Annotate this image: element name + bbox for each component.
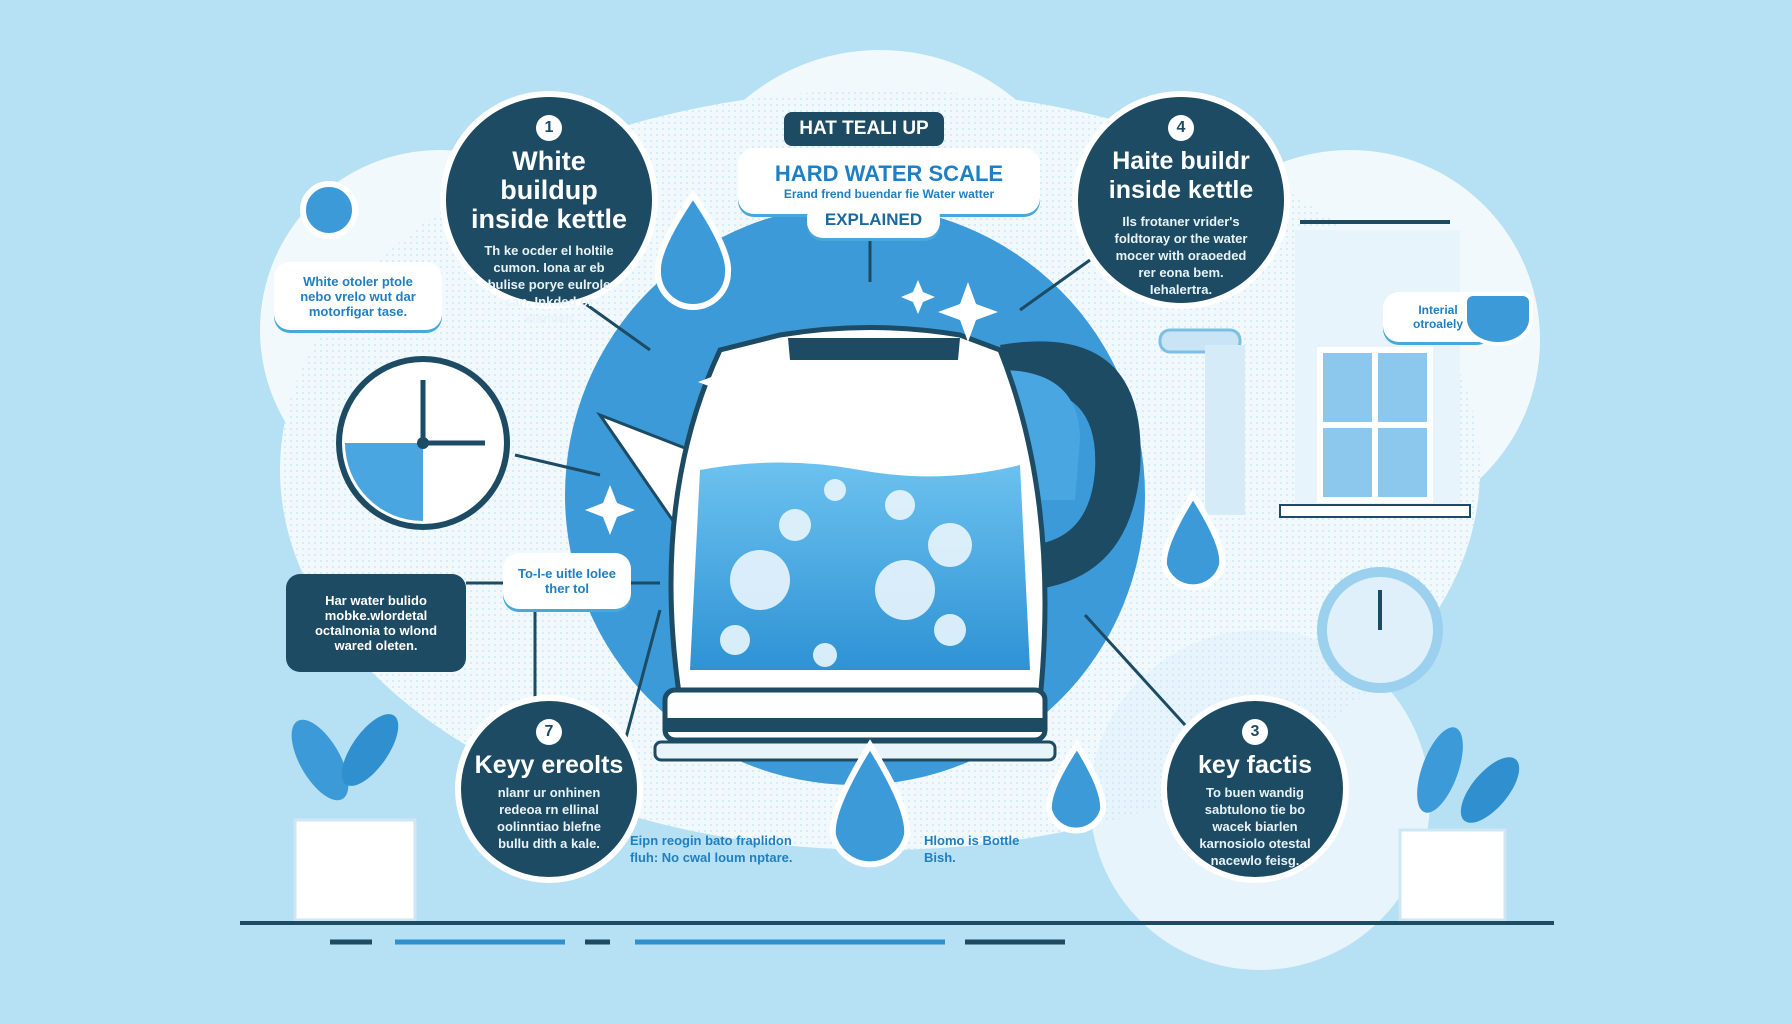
callout-3: 3 key factis To buen wandig sabtulono ti… [1161,695,1349,883]
note-bottom-left: Eipn reogin bato fraplidon fluh: No cwal… [630,833,793,865]
callout-body: To buen wandig sabtulono tie bo wacek bi… [1199,785,1311,868]
callout-1: 1 White buildup inside kettle Th ke ocde… [440,91,658,326]
callout-title: White buildup inside kettle [470,146,628,234]
kettle-icon [595,325,1141,762]
callout-body: Th ke ocder el holtile cumon. Iona ar eb… [484,243,614,326]
callout-body: Ils frotaner vrider's foldtoray or the w… [1114,214,1248,297]
clock-right-icon [1317,567,1443,693]
callout-title: Haite buildr inside kettle [1108,147,1254,204]
note-mid-small: To-l-e uitle Iolee ther tol [503,553,631,609]
title-box: HARD WATER SCALE Erand frend buendar fie… [738,148,1040,214]
faucet-icon [1158,328,1245,515]
callout-7: 7 Keyy ereolts nlanr ur onhinen redeoa r… [455,695,643,883]
callout-number: 7 [536,719,562,745]
callout-number: 3 [1242,719,1268,745]
page-subtitle: Erand frend buendar fie Water watter [783,187,995,201]
note-top-left: White otoler ptole nebo vrelo wut dar mo… [274,262,442,330]
sparkle-icons [585,280,998,535]
heart-icon [1463,292,1533,346]
callout-title: Keyy ereolts [474,751,624,779]
callout-number: 4 [1168,115,1194,141]
window-icon [1279,220,1471,518]
note-mid-left: Har water bulido mobke.wlordetal octalno… [286,574,466,672]
header-tag: HAT TEALI UP [784,112,944,146]
callout-number: 1 [536,115,562,141]
callout-title: key factis [1198,751,1312,779]
water-drop-icons [300,181,1226,868]
callout-body: nlanr ur onhinen redeoa rn ellinal oolin… [497,785,601,851]
explained-label: EXPLAINED [807,202,940,238]
callout-4: 4 Haite buildr inside kettle Ils frotane… [1072,91,1290,309]
note-bottom-right: Hlomo is Bottle Bish. [924,833,1020,865]
plant-icon [291,714,1520,922]
page-title: HARD WATER SCALE [774,161,1004,186]
clock-icon [336,356,510,530]
